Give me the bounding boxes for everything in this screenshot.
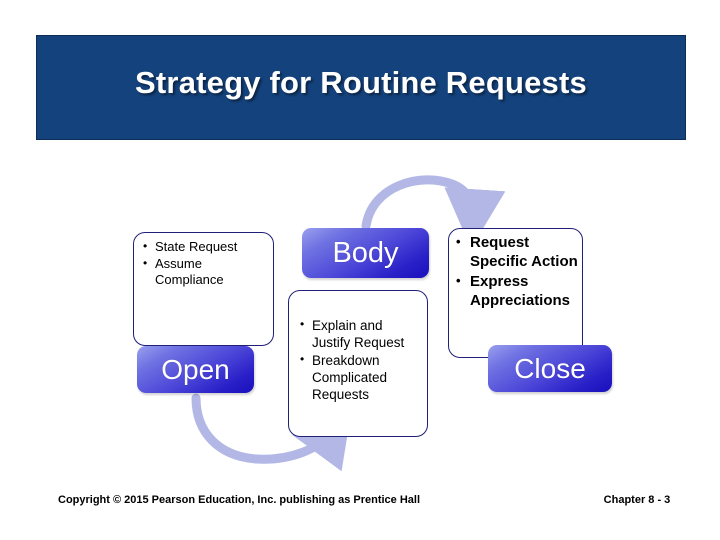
arrow-body-to-close (361, 175, 506, 249)
list-item: Express Appreciations (455, 271, 579, 310)
list-item: State Request (142, 238, 269, 255)
stage-open-pill[interactable]: Open (137, 346, 254, 393)
footer-chapter-number: Chapter 8 - 3 (603, 494, 671, 506)
title-banner: Strategy for Routine Requests (36, 35, 686, 140)
stage-body-text-box: Explain and Justify Request Breakdown Co… (288, 290, 428, 437)
list-item: Request Specific Action (455, 232, 579, 271)
stage-open-text-box: State Request Assume Compliance (133, 232, 274, 346)
stage-close-text-box: Request Specific Action Express Apprecia… (448, 228, 583, 358)
list-item: Assume Compliance (142, 255, 269, 288)
list-item: Explain and Justify Request (299, 316, 422, 351)
page-title: Strategy for Routine Requests (135, 65, 587, 100)
stage-body-pill[interactable]: Body (302, 228, 429, 278)
footer-copyright: Copyright © 2015 Pearson Education, Inc.… (58, 494, 421, 506)
stage-body-bullet-list: Explain and Justify Request Breakdown Co… (299, 316, 422, 404)
list-item: Breakdown Complicated Requests (299, 351, 422, 403)
stage-close-bullet-list: Request Specific Action Express Apprecia… (455, 232, 579, 311)
stage-close-pill[interactable]: Close (488, 345, 612, 392)
stage-open-bullet-list: State Request Assume Compliance (142, 238, 269, 289)
